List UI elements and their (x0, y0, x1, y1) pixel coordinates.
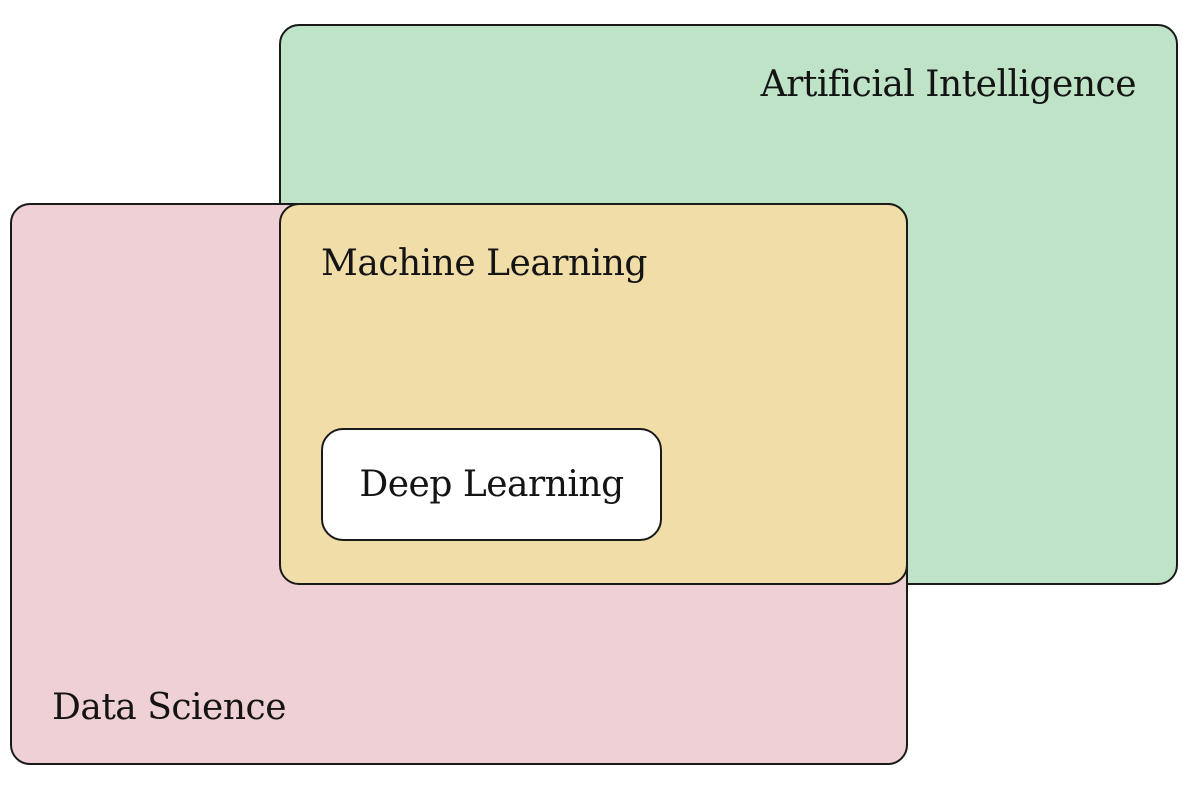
deep-learning-region: Deep Learning (321, 428, 662, 541)
data-science-label: Data Science (52, 687, 287, 728)
machine-learning-label: Machine Learning (321, 243, 647, 284)
artificial-intelligence-label: Artificial Intelligence (760, 64, 1137, 105)
deep-learning-label: Deep Learning (359, 464, 624, 505)
